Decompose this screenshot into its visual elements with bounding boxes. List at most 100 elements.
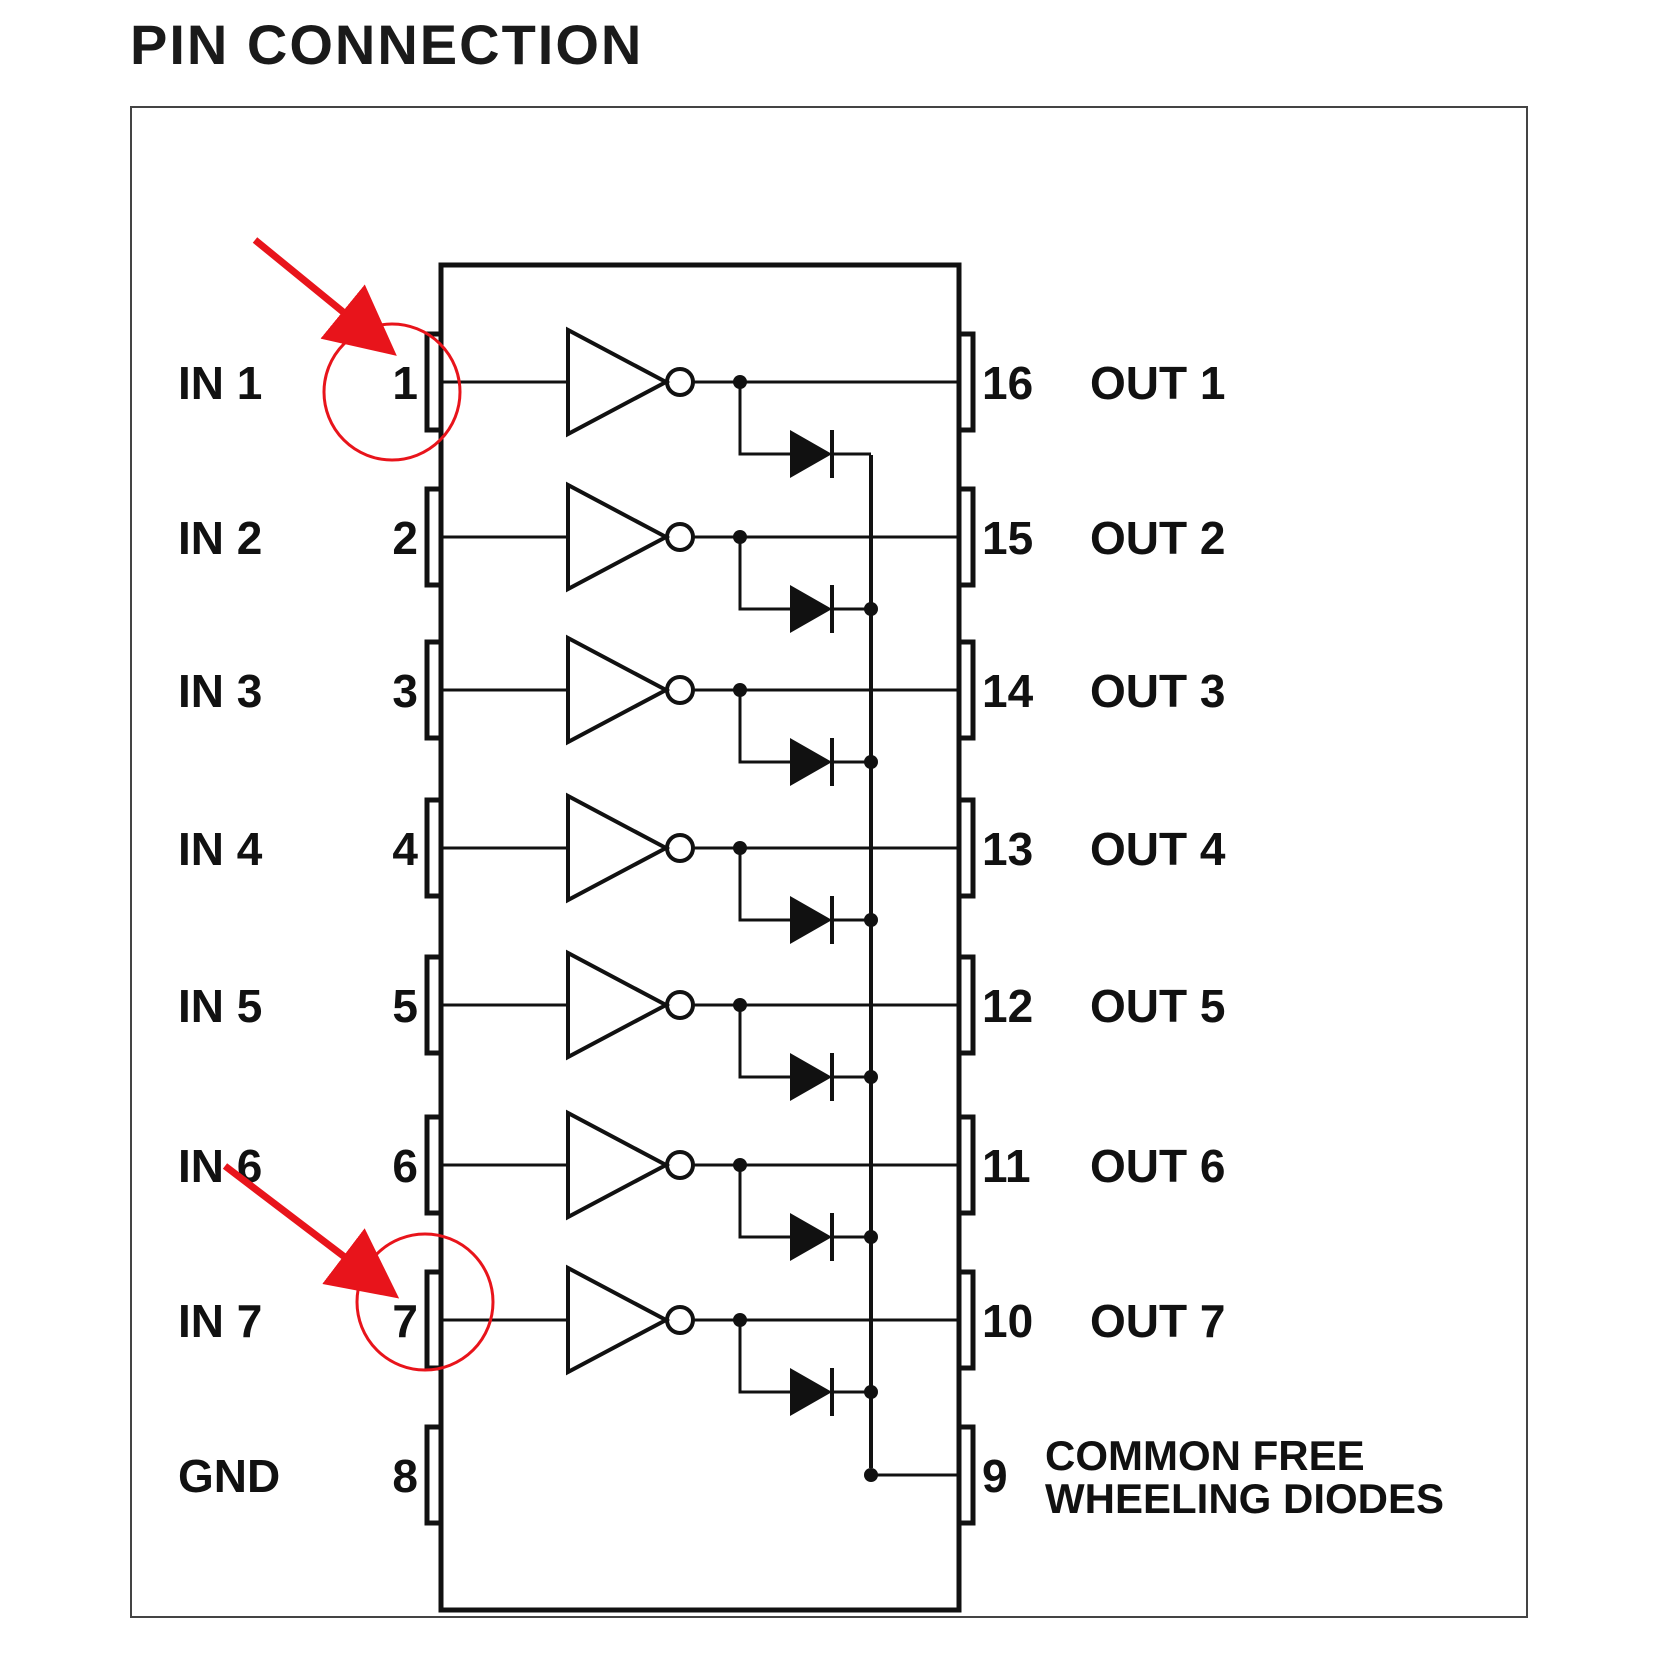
pin-number-label: 12 bbox=[982, 980, 1033, 1032]
pin-number-label: 4 bbox=[392, 823, 418, 875]
pin-number-label: 14 bbox=[982, 665, 1034, 717]
pin-tab bbox=[424, 797, 444, 899]
diode-branch-wire bbox=[738, 1005, 790, 1079]
pin-name-label: IN 1 bbox=[178, 357, 262, 409]
diagram-frame bbox=[130, 106, 1528, 1618]
pin-tab bbox=[956, 797, 976, 899]
pin-name-label: OUT 7 bbox=[1090, 1295, 1225, 1347]
inverter-symbol bbox=[566, 792, 671, 904]
inverter-bubble bbox=[665, 1150, 695, 1180]
pin-tab bbox=[956, 639, 976, 741]
inverter-bubble bbox=[665, 1305, 695, 1335]
bus-junction-dot bbox=[864, 755, 878, 769]
driver-channel bbox=[441, 1109, 959, 1261]
pin-tab bbox=[956, 486, 976, 588]
pin-tab bbox=[424, 1269, 444, 1371]
pin-name-label: OUT 1 bbox=[1090, 357, 1225, 409]
pin-tab bbox=[424, 639, 444, 741]
inverter-symbol bbox=[566, 634, 671, 746]
diode-symbol bbox=[790, 430, 832, 478]
pin-tab bbox=[424, 954, 444, 1056]
driver-channel bbox=[441, 792, 959, 944]
pin-tab bbox=[424, 486, 444, 588]
pin-number-label: 5 bbox=[392, 980, 418, 1032]
inverter-symbol bbox=[566, 1264, 671, 1376]
pin-tab bbox=[956, 954, 976, 1056]
annotation-pin-1 bbox=[252, 237, 462, 462]
diode-symbol bbox=[790, 896, 832, 944]
bus-junction-dot bbox=[864, 602, 878, 616]
diode-symbol bbox=[790, 1053, 832, 1101]
bus-junction-dot bbox=[864, 913, 878, 927]
diode-branch-wire bbox=[738, 848, 790, 922]
inverter-bubble bbox=[665, 990, 695, 1020]
pin-number-label: 6 bbox=[392, 1140, 418, 1192]
diode-symbol bbox=[790, 1368, 832, 1416]
pin-tab bbox=[424, 1424, 444, 1526]
pin-tab bbox=[956, 1269, 976, 1371]
pin-tab bbox=[956, 1114, 976, 1216]
pin-name-label: IN 7 bbox=[178, 1295, 262, 1347]
inverter-bubble bbox=[665, 522, 695, 552]
diode-branch-wire bbox=[738, 1320, 790, 1394]
pin-name-label: GND bbox=[178, 1450, 280, 1502]
pin-tab bbox=[424, 1114, 444, 1216]
pin-name-label: OUT 6 bbox=[1090, 1140, 1225, 1192]
driver-channel bbox=[441, 949, 959, 1101]
pin-name-label: IN 4 bbox=[178, 823, 263, 875]
inverter-symbol bbox=[566, 949, 671, 1061]
arrow-icon bbox=[252, 237, 397, 356]
highlight-circle-pin-7 bbox=[355, 1232, 495, 1372]
pin-number-label: 2 bbox=[392, 512, 418, 564]
pin-number-label: 11 bbox=[982, 1140, 1031, 1192]
pin-number-label: 16 bbox=[982, 357, 1033, 409]
driver-channels bbox=[441, 326, 959, 1482]
pin-tab bbox=[424, 331, 444, 433]
annotation-pin-7 bbox=[222, 1163, 495, 1372]
pin-name-label: OUT 4 bbox=[1090, 823, 1226, 875]
inverter-symbol bbox=[566, 481, 671, 593]
pin-name-label: OUT 3 bbox=[1090, 665, 1225, 717]
bus-junction-dot bbox=[864, 1070, 878, 1084]
diode-branch-wire bbox=[738, 382, 790, 456]
driver-channel bbox=[441, 481, 959, 633]
pin-number-label: 1 bbox=[392, 357, 418, 409]
pin-number-label: 15 bbox=[982, 512, 1033, 564]
pin-name-label-line1: COMMON FREE bbox=[1045, 1432, 1365, 1479]
pin-name-label-line2: WHEELING DIODES bbox=[1045, 1475, 1444, 1522]
pin-number-label: 7 bbox=[392, 1295, 418, 1347]
pin-number-label: 13 bbox=[982, 823, 1033, 875]
inverter-symbol bbox=[566, 326, 671, 438]
bus-junction-dot bbox=[864, 1230, 878, 1244]
pin-number-label: 8 bbox=[392, 1450, 418, 1502]
pin-name-label: OUT 2 bbox=[1090, 512, 1225, 564]
pin-name-label: IN 3 bbox=[178, 665, 262, 717]
inverter-symbol bbox=[566, 1109, 671, 1221]
bus-junction-dot bbox=[864, 1385, 878, 1399]
diode-symbol bbox=[790, 738, 832, 786]
pin-name-label: IN 5 bbox=[178, 980, 262, 1032]
diode-symbol bbox=[790, 585, 832, 633]
pin-name-label: OUT 5 bbox=[1090, 980, 1225, 1032]
pin-tab bbox=[956, 1424, 976, 1526]
inverter-bubble bbox=[665, 675, 695, 705]
pin-tab bbox=[956, 331, 976, 433]
driver-channel bbox=[441, 1264, 959, 1416]
pin-number-label: 10 bbox=[982, 1295, 1033, 1347]
pin-number-label: 9 bbox=[982, 1450, 1008, 1502]
page-title: PIN CONNECTION bbox=[130, 13, 644, 76]
diode-branch-wire bbox=[738, 537, 790, 611]
diode-branch-wire bbox=[738, 690, 790, 764]
diode-branch-wire bbox=[738, 1165, 790, 1239]
pin-number-label: 3 bbox=[392, 665, 418, 717]
arrow-icon bbox=[222, 1163, 400, 1299]
driver-channel bbox=[441, 634, 959, 786]
inverter-bubble bbox=[665, 833, 695, 863]
bus-junction-dot bbox=[864, 1468, 878, 1482]
diode-symbol bbox=[790, 1213, 832, 1261]
inverter-bubble bbox=[665, 367, 695, 397]
ic-package-body bbox=[438, 262, 962, 1613]
